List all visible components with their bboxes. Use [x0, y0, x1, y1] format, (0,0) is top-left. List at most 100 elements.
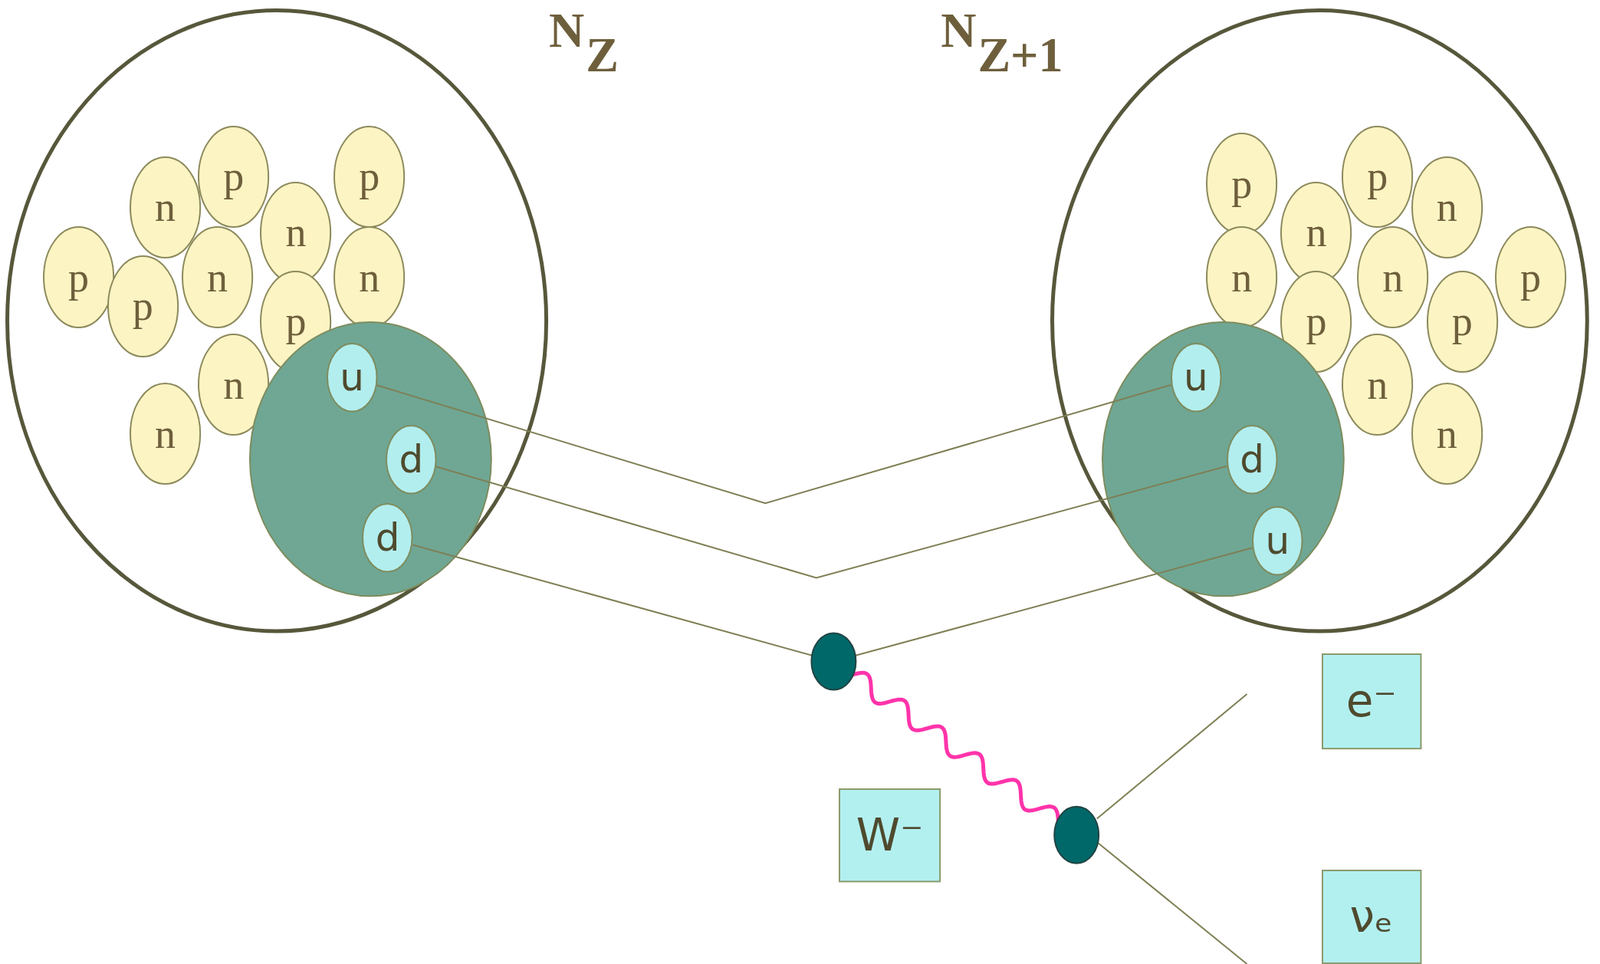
- nucleon-label: p: [1305, 300, 1327, 342]
- nucleus-heading: NZ: [548, 6, 619, 56]
- nucleon-label: p: [223, 155, 244, 198]
- nucleon-ellipse-shape: [108, 256, 178, 357]
- nucleon-label: p: [358, 155, 380, 198]
- quark-circle: d: [1226, 424, 1279, 495]
- nucleon-ellipse-shape: [260, 182, 331, 283]
- particle-box-shape: [1322, 653, 1421, 749]
- nucleus-heading: NZ+1: [940, 6, 1063, 56]
- nucleon-label: n: [358, 256, 380, 299]
- particle-box: W⁻: [838, 788, 941, 882]
- nucleon-label: n: [1436, 413, 1458, 455]
- quark-circle: u: [326, 342, 378, 413]
- nucleon-label: p: [1520, 256, 1541, 299]
- quark-label: d: [375, 518, 401, 557]
- nucleon-ellipse: n: [1411, 156, 1483, 259]
- quark-circle-shape: [386, 425, 437, 494]
- nucleon-label: p: [1452, 300, 1473, 342]
- nucleon-label: p: [1366, 155, 1388, 198]
- hadron-ellipse-outline: [1101, 321, 1345, 597]
- nucleon-ellipse: n: [129, 156, 201, 259]
- nucleon-label: n: [154, 186, 176, 228]
- nucleon-ellipse: n: [1280, 181, 1352, 284]
- nucleon-ellipse: p: [1205, 132, 1278, 235]
- nucleon-ellipse: p: [197, 125, 270, 228]
- quark-label: d: [1239, 440, 1265, 479]
- nucleon-ellipse: n: [1356, 226, 1429, 329]
- nucleon-ellipse: n: [181, 226, 253, 329]
- nucleon-ellipse-shape: [1495, 226, 1566, 328]
- nucleon-ellipse: n: [1411, 382, 1483, 485]
- quark-line: [436, 466, 1228, 579]
- quark-circle: d: [361, 502, 414, 573]
- nucleon-label: p: [132, 285, 154, 327]
- nucleon-label: n: [285, 211, 306, 253]
- quark-label: u: [1183, 358, 1209, 397]
- nucleus-subscript: Z+1: [977, 30, 1063, 80]
- nucleon-ellipse: n: [129, 382, 201, 485]
- particle-label: W⁻: [856, 812, 924, 858]
- quark-circle-shape: [327, 343, 378, 412]
- particle-box: e⁻: [1321, 653, 1422, 750]
- hadron-ellipse: udu: [1101, 321, 1345, 597]
- nucleon-label: p: [285, 300, 306, 342]
- nucleon-label: n: [223, 364, 244, 406]
- nucleon-ellipse-shape: [1206, 226, 1277, 328]
- quark-line: [412, 544, 1252, 661]
- nucleon-ellipse: n: [333, 226, 405, 329]
- nucleus-symbol: N: [548, 6, 585, 56]
- nucleon-ellipse-shape: [1357, 226, 1428, 328]
- nucleon-ellipse-shape: [130, 383, 201, 484]
- nucleon-ellipse-shape: [198, 126, 269, 227]
- particle-box-shape: [839, 788, 940, 881]
- neutrino-line: [1097, 841, 1248, 964]
- hadron-ellipse: u dd: [249, 321, 493, 597]
- w-boson-wave: [833, 660, 1076, 837]
- nucleon-label: n: [1382, 256, 1403, 299]
- nucleon-ellipse: p: [42, 226, 115, 329]
- nucleon-ellipse: p: [333, 125, 405, 228]
- nucleus-ellipse: NZ+1ppnnnnpppnnudu: [1050, 8, 1590, 634]
- quark-label: d: [398, 440, 424, 479]
- nucleon-label: p: [68, 256, 89, 299]
- hadron-ellipse-shape: [1102, 321, 1344, 596]
- nucleon-ellipse-shape: [182, 226, 253, 328]
- vertex-dot: [1054, 806, 1099, 864]
- particle-box: νₑ: [1321, 869, 1422, 964]
- nucleon-ellipse-shape: [1412, 383, 1482, 484]
- nucleon-ellipse-shape: [1281, 182, 1351, 283]
- nucleon-label: n: [206, 256, 228, 299]
- quark-circle: d: [385, 424, 437, 495]
- particle-label: e⁻: [1346, 678, 1397, 723]
- nucleon-label: p: [1231, 163, 1252, 205]
- nucleon-ellipse-shape: [334, 126, 405, 227]
- nucleon-label: n: [1305, 211, 1327, 253]
- nucleon-label: n: [1231, 256, 1252, 299]
- quark-label: u: [339, 358, 365, 397]
- nucleon-ellipse: n: [1205, 226, 1278, 329]
- nucleon-label: n: [154, 413, 176, 455]
- nucleon-ellipse: p: [1426, 270, 1499, 373]
- nucleon-label: n: [1436, 186, 1458, 228]
- nucleon-ellipse: p: [107, 255, 179, 358]
- nucleus-ellipse: NZppnnpnnppnnudd: [5, 8, 549, 634]
- particle-label: νₑ: [1350, 893, 1394, 939]
- particle-box-shape: [1322, 870, 1421, 963]
- quark-circle-shape: [1252, 506, 1303, 575]
- nucleus-ellipse-shape: [6, 9, 546, 631]
- quark-circle-shape: [1171, 343, 1222, 412]
- nucleon-ellipse-shape: [1342, 126, 1413, 227]
- nucleon-label: n: [1366, 364, 1388, 406]
- nucleon-ellipse-shape: [334, 226, 405, 328]
- vertex-dot: [811, 633, 856, 690]
- nucleon-ellipse: n: [259, 181, 332, 284]
- nucleon-ellipse: p: [1341, 125, 1413, 228]
- quark-circle-shape: [362, 503, 413, 572]
- nucleon-ellipse-shape: [1427, 271, 1498, 372]
- nucleus-symbol: N: [940, 6, 976, 56]
- quark-circle-shape: [1227, 425, 1278, 494]
- quark-line: [377, 384, 1172, 503]
- quark-circle: u: [1170, 342, 1223, 413]
